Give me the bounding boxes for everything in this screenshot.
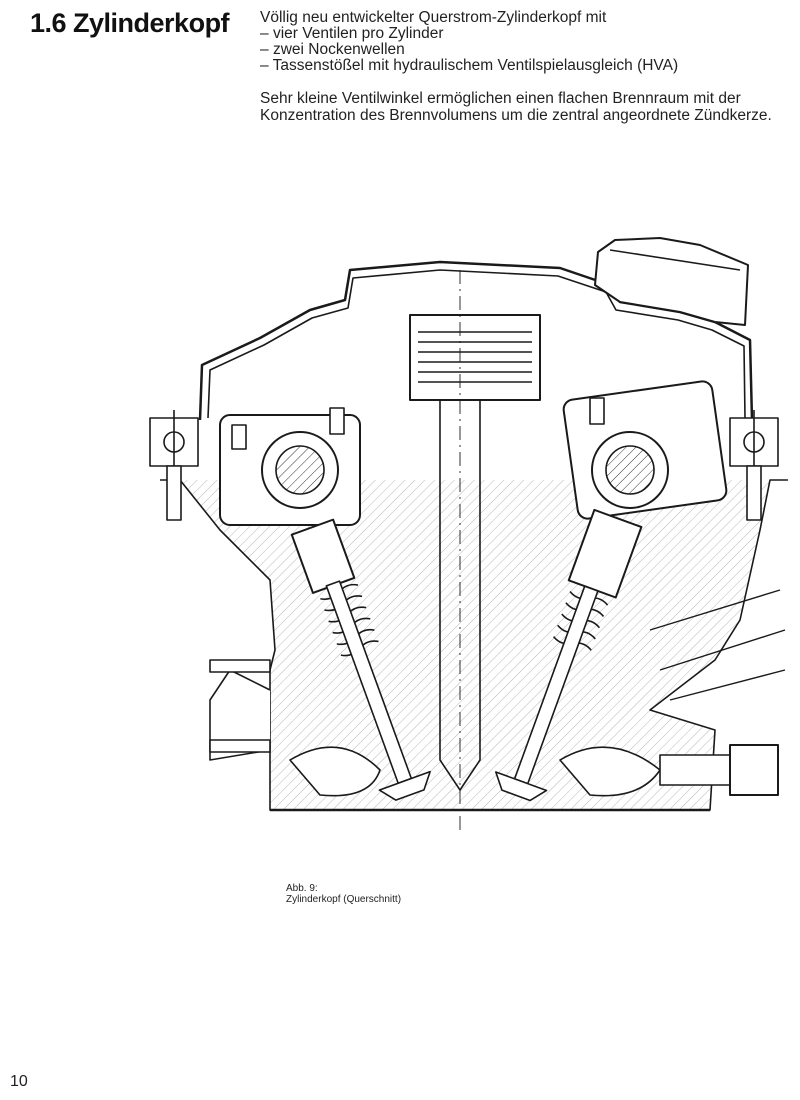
page-number: 10 (10, 1073, 28, 1090)
cylinder-head-drawing (140, 230, 790, 850)
feature-item: vier Ventilen pro Zylinder (260, 26, 780, 42)
cross-section-illustration (149, 237, 788, 830)
feature-item: Tassenstößel mit hydraulischem Ventilspi… (260, 58, 780, 74)
intro-paragraph: Sehr kleine Ventilwinkel ermöglichen ein… (260, 90, 772, 124)
figure-caption: Abb. 9: Zylinderkopf (Querschnitt) (286, 883, 401, 905)
feature-list: vier Ventilen pro Zylinder zwei Nockenwe… (260, 26, 780, 74)
section-title: 1.6 Zylinderkopf (30, 8, 230, 38)
caption-number: Abb. 9: (286, 883, 318, 894)
intro-lead: Völlig neu entwickelter Querstrom-Zylind… (260, 9, 607, 26)
caption-text: Zylinderkopf (Querschnitt) (286, 894, 402, 905)
feature-item: zwei Nockenwellen (260, 42, 780, 58)
intro-text: Völlig neu entwickelter Querstrom-Zylind… (260, 9, 780, 125)
